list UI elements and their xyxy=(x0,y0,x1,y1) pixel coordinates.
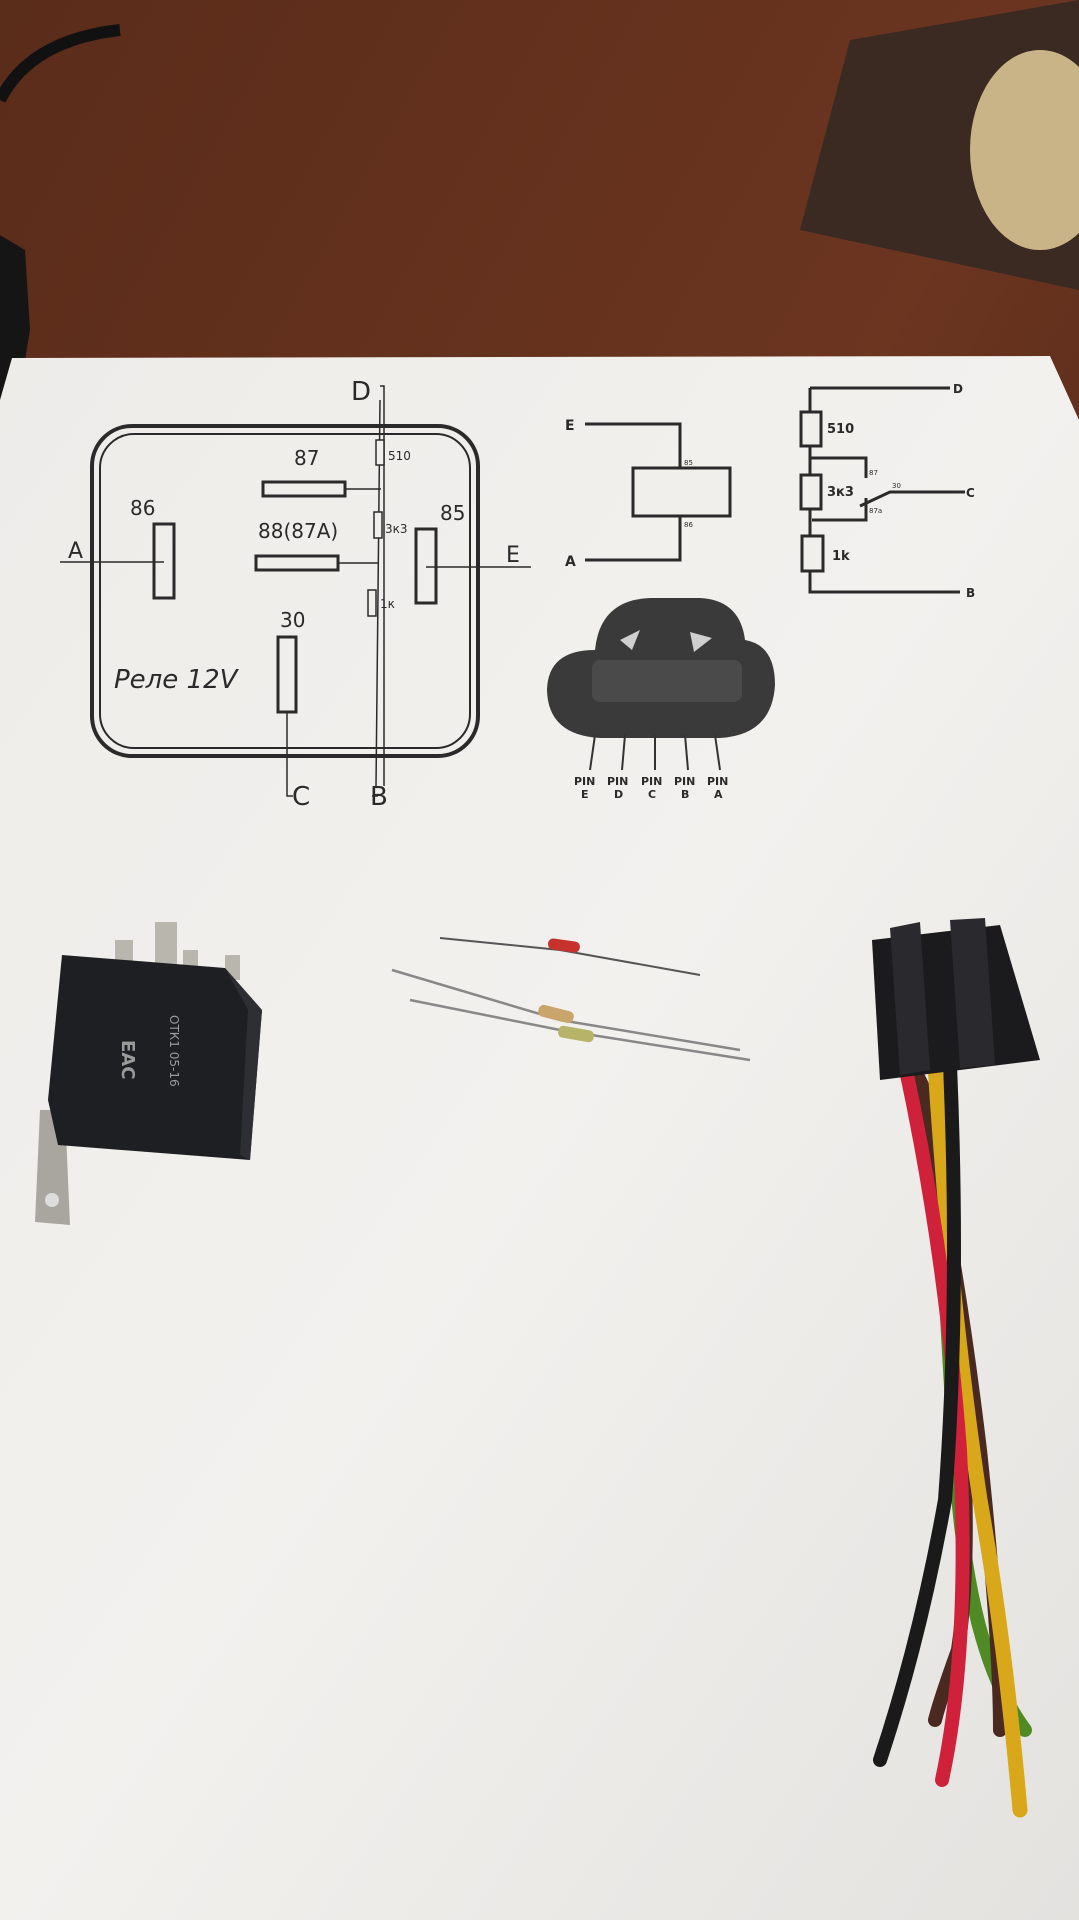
pin-30-label: 30 xyxy=(280,608,305,632)
pin-85-blade xyxy=(414,527,438,605)
coil-e-label: E xyxy=(565,418,575,434)
pin-b-bottom: B xyxy=(681,788,689,801)
relay-marking-1: ОТК1 05-16 xyxy=(167,1015,181,1087)
coil-pin-85: 85 xyxy=(684,459,693,467)
pin-c-bottom: C xyxy=(648,788,656,801)
pin-d-top: PIN xyxy=(607,775,628,788)
pin-86-blade xyxy=(152,522,176,600)
pin-b-top: PIN xyxy=(674,775,695,788)
connector-illustration xyxy=(547,598,775,771)
schem-510-label: 510 xyxy=(827,422,854,437)
resistor-510-label: 510 xyxy=(388,449,411,463)
pin-e-top: PIN xyxy=(574,775,595,788)
coil-pin-86: 86 xyxy=(684,521,693,529)
schem-30-label: 30 xyxy=(892,482,901,490)
pin-e-bottom: E xyxy=(581,788,589,801)
schem-1k-label: 1k xyxy=(832,549,850,564)
physical-relay: ОТК1 05-16 EAC xyxy=(35,922,262,1225)
relay-socket-with-wires xyxy=(872,918,1040,1818)
relay-marking-2: EAC xyxy=(117,1040,138,1079)
pin-a-bottom: A xyxy=(714,788,723,801)
schem-c-label: C xyxy=(966,486,975,500)
loose-resistors xyxy=(391,937,751,1062)
pin-c-top: PIN xyxy=(641,775,662,788)
schem-b-label: B xyxy=(966,586,975,600)
pin-d-bottom: D xyxy=(614,788,623,801)
schem-87a-label: 87a xyxy=(869,507,882,515)
terminal-e-label: E xyxy=(506,543,520,568)
pin-86-label: 86 xyxy=(130,496,155,520)
terminal-d-label: D xyxy=(351,377,371,407)
pin-a-top: PIN xyxy=(707,775,728,788)
coil-a-label: A xyxy=(565,554,576,570)
pin-88-label: 88(87A) xyxy=(258,519,338,543)
dish-object xyxy=(970,50,1079,250)
schem-3k3-label: 3к3 xyxy=(827,485,854,500)
relay-pinout-diagram xyxy=(60,385,531,797)
terminal-b-label: B xyxy=(370,782,388,812)
resistor-3k3-label: 3к3 xyxy=(385,522,408,536)
schem-87-label: 87 xyxy=(869,469,878,477)
schem-d-label: D xyxy=(953,382,963,396)
black-cable xyxy=(0,24,121,103)
terminal-a-label: A xyxy=(68,539,83,564)
relay-title: Реле 12V xyxy=(114,665,240,695)
pin-87-label: 87 xyxy=(294,446,319,470)
pin-85-label: 85 xyxy=(440,501,465,525)
terminal-c-label: C xyxy=(292,782,310,812)
resistor-1k-label: 1к xyxy=(380,597,395,611)
resistor-schematic xyxy=(799,386,965,594)
coil-schematic xyxy=(585,422,732,562)
connector-pin-labels: PIN E PIN D PIN C PIN B PIN A xyxy=(574,775,728,801)
